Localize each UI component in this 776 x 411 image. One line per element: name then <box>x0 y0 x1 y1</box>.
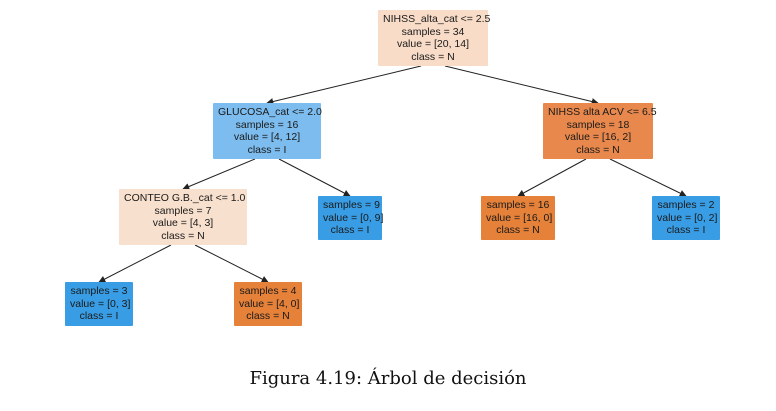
node-line: value = [0, 3] <box>70 297 131 310</box>
tree-edges <box>98 65 687 283</box>
node-line: CONTEO G.B._cat <= 1.0 <box>124 192 246 204</box>
node-line: class = N <box>411 50 455 63</box>
node-line: NIHSS alta ACV <= 6.5 <box>548 106 657 118</box>
node-line: samples = 9 <box>323 199 380 211</box>
node-line: NIHSS_alta_cat <= 2.5 <box>383 13 491 25</box>
edge-left-left-to-ll-left <box>98 244 172 283</box>
edge-left-left-to-ll-right <box>194 244 269 283</box>
node-line: samples = 2 <box>657 199 715 211</box>
node-line: value = [0, 9] <box>323 211 384 224</box>
edge-root-to-left <box>266 65 422 105</box>
node-line: GLUCOSA_cat <= 2.0 <box>218 106 322 118</box>
node-line: samples = 16 <box>235 118 299 131</box>
edge-left-to-left-left <box>182 158 256 190</box>
node-line: class = N <box>576 143 620 156</box>
edge-root-to-right <box>444 65 599 105</box>
decision-tree <box>98 65 687 283</box>
node-line: samples = 16 <box>486 199 550 211</box>
figure-caption: Figura 4.19: Árbol de decisión <box>249 368 527 389</box>
node-line: value = [0, 2] <box>657 211 718 224</box>
edge-right-to-right-right <box>609 158 687 197</box>
node-line: class = I <box>330 224 370 236</box>
edge-right-to-right-left <box>517 158 587 197</box>
node-line: class = N <box>161 229 205 242</box>
node-line: samples = 18 <box>566 118 630 131</box>
node-line: samples = 4 <box>239 285 297 297</box>
node-line: class = N <box>496 224 540 236</box>
node-line: class = N <box>246 310 290 322</box>
node-line: value = [16, 2] <box>564 131 632 143</box>
node-line: samples = 7 <box>154 204 212 217</box>
node-line: class = I <box>666 224 706 236</box>
node-line: value = [20, 14] <box>396 38 470 50</box>
node-line: value = [4, 0] <box>239 297 300 310</box>
node-line: value = [16, 0] <box>486 211 553 224</box>
node-line: class = I <box>79 310 119 322</box>
node-line: value = [4, 12] <box>233 131 301 143</box>
node-line: value = [4, 3] <box>152 217 214 229</box>
node-line: samples = 3 <box>70 285 128 297</box>
node-line: samples = 34 <box>401 25 465 38</box>
node-line: class = I <box>247 143 287 156</box>
edge-left-to-left-right <box>278 158 351 197</box>
